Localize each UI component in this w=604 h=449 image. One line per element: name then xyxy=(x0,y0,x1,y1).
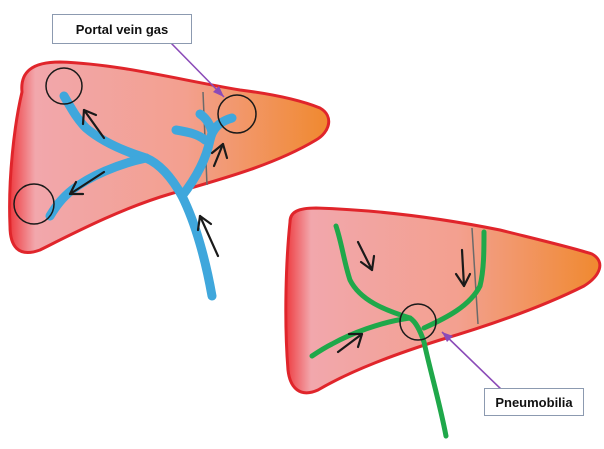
portal-vein-gas-label: Portal vein gas xyxy=(52,14,192,44)
liver-upper xyxy=(10,62,329,296)
pneumobilia-label: Pneumobilia xyxy=(484,388,584,416)
liver-lower-shape xyxy=(286,208,600,393)
liver-upper-shape xyxy=(10,62,329,253)
label-pointer-pneumobilia xyxy=(442,332,504,392)
